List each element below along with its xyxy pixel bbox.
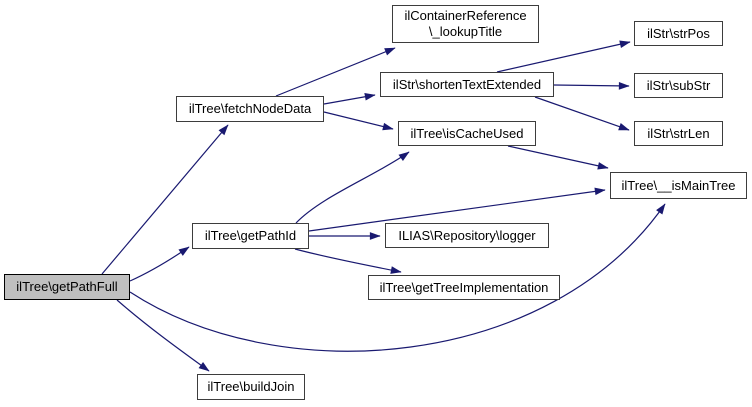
edge-getpathfull-fetchnodedata — [101, 124, 229, 275]
edge-getpathfull-ismaintree — [129, 203, 666, 352]
node-iltree-buildjoin[interactable]: ilTree\buildJoin — [197, 374, 305, 400]
node-ilstr-shortentextextended[interactable]: ilStr\shortenTextExtended — [380, 72, 554, 97]
node-ilcontainerreference-lookuptitle[interactable]: ilContainerReference \_lookupTitle — [392, 5, 539, 43]
edge-shortentextextended-strpos — [496, 40, 631, 73]
edge-getpathid-gettreeimplementation — [294, 248, 402, 274]
node-label-line: \_lookupTitle — [428, 24, 503, 39]
node-ilias-repository-logger[interactable]: ILIAS\Repository\logger — [385, 223, 549, 248]
edge-fetchnodedata-shortentextextended — [323, 92, 376, 105]
node-label-line: ilContainerReference — [404, 8, 527, 23]
node-iltree-ismaintree[interactable]: ilTree\__isMainTree — [610, 172, 747, 199]
node-ilstr-strpos[interactable]: ilStr\strPos — [634, 21, 723, 46]
edge-getpathfull-buildjoin — [116, 299, 210, 372]
edge-getpathid-ismaintree — [308, 187, 606, 232]
edge-getpathid-iscacheused — [295, 151, 410, 224]
node-ilstr-strlen[interactable]: ilStr\strLen — [634, 121, 723, 146]
edge-fetchnodedata-iscacheused — [323, 111, 394, 131]
node-ilstr-substr[interactable]: ilStr\subStr — [634, 73, 723, 98]
node-iltree-getpathid[interactable]: ilTree\getPathId — [192, 223, 309, 249]
edge-fetchnodedata-lookuptitle — [275, 47, 396, 97]
edge-shortentextextended-substr — [553, 82, 630, 90]
node-iltree-iscacheused[interactable]: ilTree\isCacheUsed — [398, 121, 536, 146]
node-iltree-getpathfull: ilTree\getPathFull — [4, 274, 130, 300]
edge-iscacheused-ismaintree — [507, 145, 609, 170]
edge-shortentextextended-strlen — [534, 96, 630, 131]
node-iltree-fetchnodedata[interactable]: ilTree\fetchNodeData — [176, 96, 324, 122]
node-iltree-gettreeimplementation[interactable]: ilTree\getTreeImplementation — [368, 275, 560, 300]
edge-getpathfull-getpathid — [129, 246, 190, 282]
